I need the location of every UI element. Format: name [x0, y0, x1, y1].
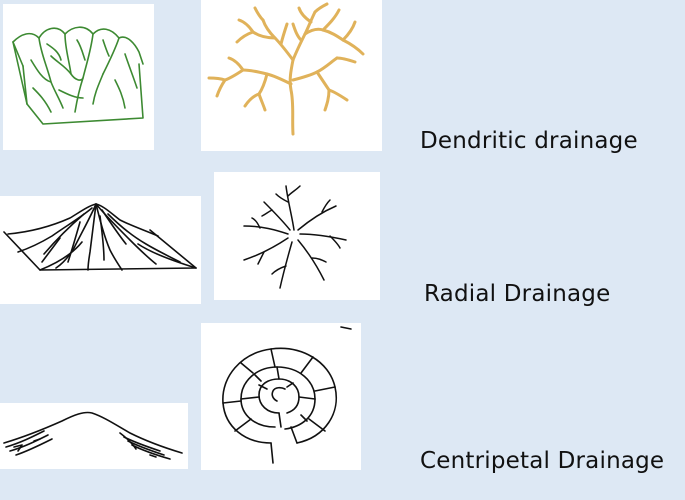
centripetal-terrain-image [0, 403, 188, 469]
conical-mountain-icon [3, 203, 197, 271]
basin-cross-section-icon [3, 411, 183, 460]
radiating-streams-icon [243, 185, 347, 289]
dendritic-drainage-label: Dendritic drainage [420, 128, 638, 154]
centripetal-drainage-label: Centripetal Drainage [420, 448, 665, 474]
radial-pattern-image [214, 172, 380, 300]
dendritic-pattern-image [201, 0, 382, 151]
centripetal-pattern-image [201, 323, 361, 470]
dendritic-terrain-image [3, 4, 154, 150]
tree-branching-streams-icon [207, 2, 365, 136]
radial-terrain-image [0, 196, 201, 304]
concentric-inward-streams-icon [222, 326, 352, 464]
radial-drainage-label: Radial Drainage [424, 281, 611, 307]
eroded-block-terrain-icon [12, 26, 144, 125]
